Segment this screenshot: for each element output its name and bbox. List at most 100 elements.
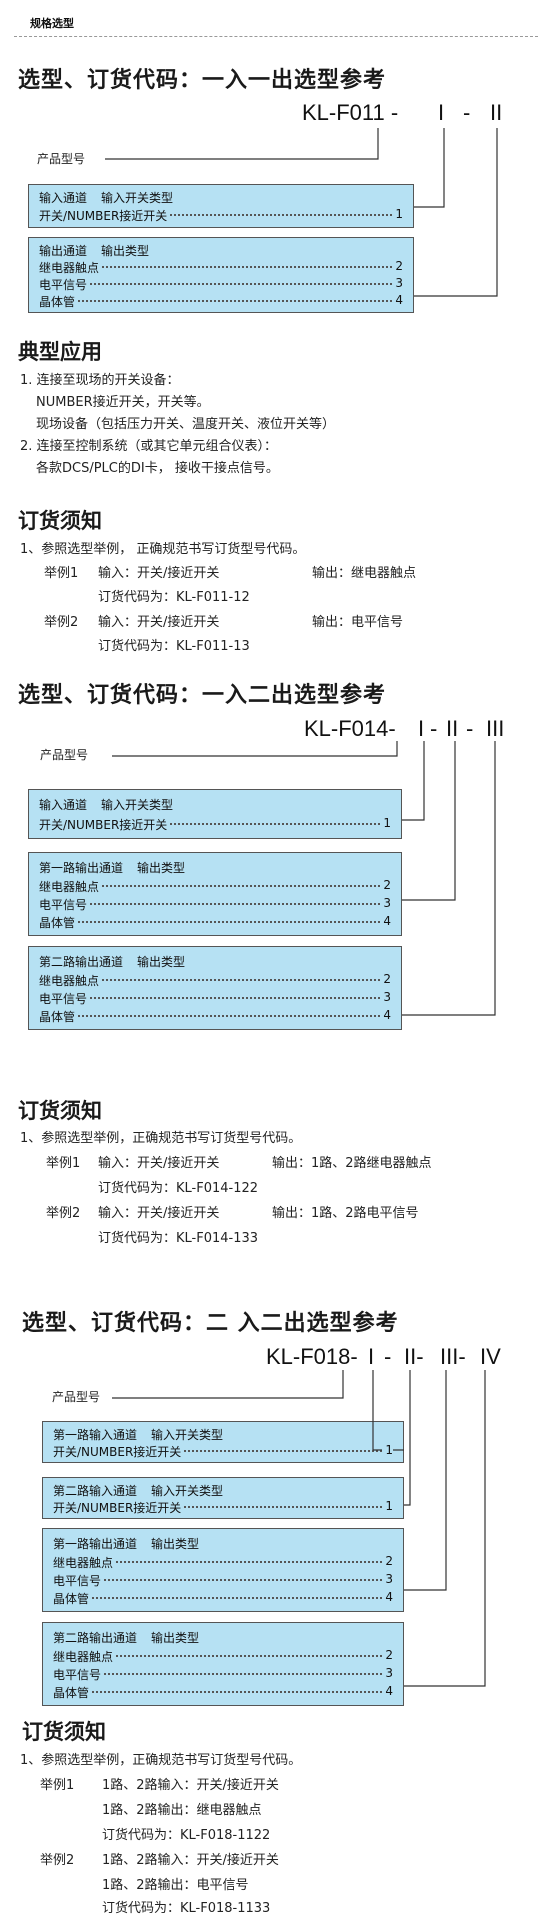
order3-ex2-code: 订货代码为：KL-F018-1133 xyxy=(102,1901,271,1916)
section3-title: 选型、订货代码：二 入二出选型参考 xyxy=(22,1311,399,1336)
s2-code-prefix: KL-F014- xyxy=(304,716,396,741)
order2-ex2-code: 订货代码为：KL-F014-133 xyxy=(98,1231,259,1246)
order1-ex1-input: 输入：开关/接近开关 xyxy=(98,566,220,581)
order2-intro: 1、参照选型举例，正确规范书写订货型号代码。 xyxy=(20,1131,302,1146)
order1-title: 订货须知 xyxy=(18,509,102,533)
s2-seg2-connector xyxy=(402,741,456,901)
typical-line: 2. 连接至控制系统（或其它单元组合仪表）： xyxy=(20,439,278,454)
order3-ex2-input: 1路、2路输入：开关/接近开关 xyxy=(102,1853,279,1868)
s1-code-prefix: KL-F011 - xyxy=(302,100,399,125)
order2-ex1-output: 输出：1路、2路继电器触点 xyxy=(272,1156,432,1171)
order1-ex1-code: 订货代码为：KL-F011-12 xyxy=(98,590,250,605)
s1-code-seg1: I xyxy=(438,100,445,125)
order1-ex2-output: 输出：电平信号 xyxy=(312,615,404,630)
s1-code-seg2: II xyxy=(490,100,503,125)
box-header: 输入通道输入开关类型 xyxy=(39,191,174,205)
box-header: 输出通道输出类型 xyxy=(39,244,150,258)
s3-seg4-connector xyxy=(404,1370,486,1687)
s2-code-seg2: II xyxy=(446,716,459,741)
s1-seg1-connector xyxy=(414,128,445,208)
s2-product-connector xyxy=(112,741,398,757)
s1-product-connector xyxy=(105,128,379,160)
s2-seg1-connector xyxy=(402,741,425,821)
s3-code-dash1: - xyxy=(384,1344,392,1369)
order3-ex1-code: 订货代码为：KL-F018-1122 xyxy=(102,1828,271,1843)
order2-ex2-label: 举例2 xyxy=(46,1206,81,1221)
box-header: 第一路输入通道输入开关类型 xyxy=(53,1428,224,1442)
order2-ex2-input: 输入：开关/接近开关 xyxy=(98,1206,220,1221)
typical-line: NUMBER接近开关，开关等。 xyxy=(36,395,210,410)
order1-ex2-label: 举例2 xyxy=(44,615,79,630)
box-header: 第一路输出通道输出类型 xyxy=(53,1537,200,1551)
s2-code-dash1: - xyxy=(430,716,438,741)
box-header: 输入通道输入开关类型 xyxy=(39,798,174,812)
order3-ex2-output: 1路、2路输出：电平信号 xyxy=(102,1878,249,1893)
typical-line: 现场设备（包括压力开关、温度开关、液位开关等） xyxy=(36,417,336,432)
s3-code-seg3: III- xyxy=(440,1344,466,1369)
typical-line: 各款DCS/PLC的DI卡， 接收干接点信号。 xyxy=(36,461,279,476)
box-header: 第二路输入通道输入开关类型 xyxy=(53,1484,224,1498)
order3-intro: 1、参照选型举例，正确规范书写订货型号代码。 xyxy=(20,1753,302,1768)
s2-code-dash2: - xyxy=(466,716,474,741)
order3-title: 订货须知 xyxy=(22,1720,106,1744)
s1-code-dash1: - xyxy=(463,100,471,125)
s2-product-label: 产品型号 xyxy=(40,748,89,762)
order2-ex2-output: 输出：1路、2路电平信号 xyxy=(272,1206,419,1221)
section1-title: 选型、订货代码：一入一出选型参考 xyxy=(18,68,387,93)
order2-title: 订货须知 xyxy=(18,1099,102,1123)
order3-ex1-label: 举例1 xyxy=(40,1778,75,1793)
s2-code-seg1: I xyxy=(418,716,425,741)
box-header: 第二路输出通道输出类型 xyxy=(39,955,186,969)
order3-ex1-input: 1路、2路输入：开关/接近开关 xyxy=(102,1778,279,1793)
typical-title: 典型应用 xyxy=(18,340,102,364)
typical-line: 1. 连接至现场的开关设备： xyxy=(20,373,180,388)
order3-ex1-output: 1路、2路输出：继电器触点 xyxy=(102,1803,262,1818)
box-header: 第二路输出通道输出类型 xyxy=(53,1631,200,1645)
order1-ex2-code: 订货代码为：KL-F011-13 xyxy=(98,639,250,654)
s3-code-seg1: I xyxy=(368,1344,375,1369)
box-header: 第一路输出通道输出类型 xyxy=(39,861,186,875)
s3-seg3-connector xyxy=(404,1370,447,1591)
section2-title: 选型、订货代码：一入二出选型参考 xyxy=(18,683,387,708)
order1-ex1-label: 举例1 xyxy=(44,566,79,581)
order2-ex1-code: 订货代码为：KL-F014-122 xyxy=(98,1181,259,1196)
s3-code-prefix: KL-F018- xyxy=(266,1344,358,1369)
order1-intro: 1、参照选型举例， 正确规范书写订货型号代码。 xyxy=(20,542,306,557)
header-divider xyxy=(14,36,538,37)
s3-seg2-connector xyxy=(404,1370,411,1506)
order2-ex1-input: 输入：开关/接近开关 xyxy=(98,1156,220,1171)
order1-ex1-output: 输出：继电器触点 xyxy=(312,566,417,581)
s3-product-connector xyxy=(112,1370,344,1399)
order1-ex2-input: 输入：开关/接近开关 xyxy=(98,615,220,630)
order3-ex2-label: 举例2 xyxy=(40,1853,75,1868)
order2-ex1-label: 举例1 xyxy=(46,1156,81,1171)
s1-seg2-connector xyxy=(414,128,498,297)
